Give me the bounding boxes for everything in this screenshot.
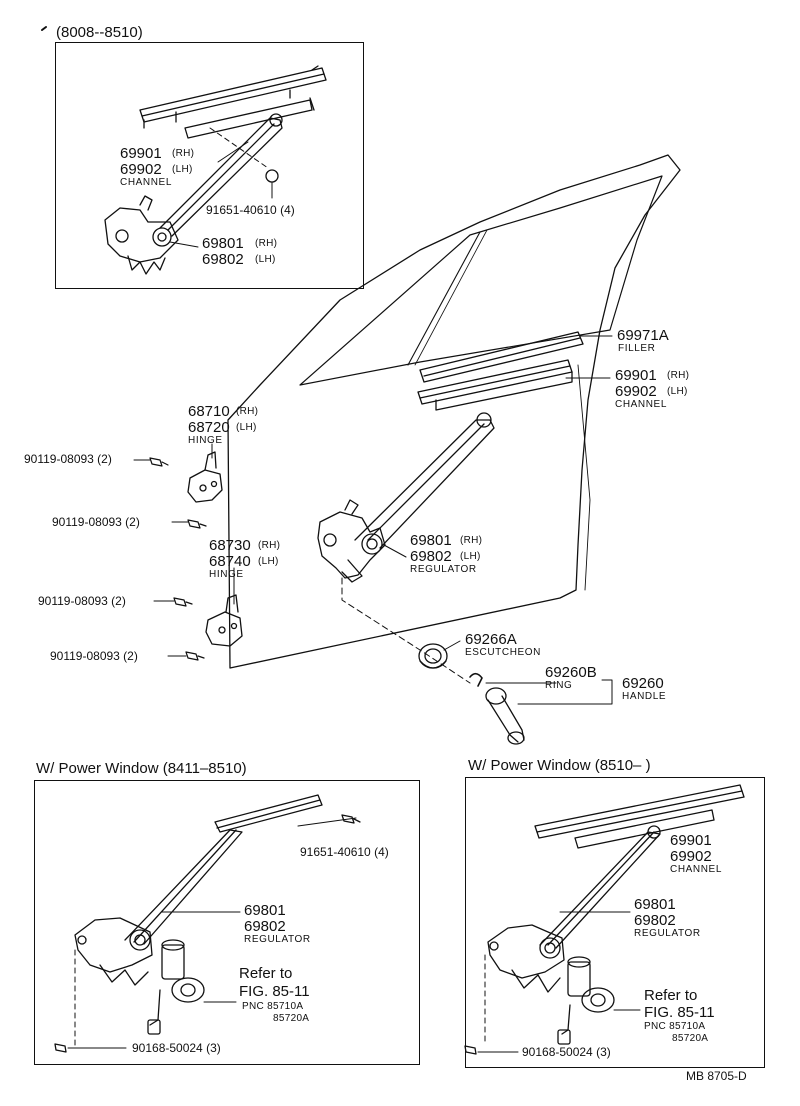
regulator-rh-side: (RH)	[460, 535, 483, 546]
door-outline	[227, 154, 681, 669]
box3-pnc-1: PNC 85710A	[644, 1021, 706, 1032]
box3-channel-rh-number: 69901	[670, 832, 712, 849]
ring-number: 69260B	[545, 664, 597, 681]
box1-regulator-rh-side: (RH)	[255, 238, 278, 249]
hinge-lower-lh-side: (LH)	[258, 556, 279, 567]
channel-rh-number: 69901	[615, 367, 657, 384]
box2-art	[54, 794, 361, 1053]
box1-frame	[55, 42, 364, 289]
filler-caption: FILLER	[618, 343, 656, 354]
hinge-lower-caption: HINGE	[209, 569, 244, 580]
box1-date-range: (8008--8510)	[56, 24, 143, 41]
box2-regulator-lh-number: 69802	[244, 918, 286, 935]
box1-channel-lh-side: (LH)	[172, 164, 193, 175]
bolt-label-4: 90119-08093 (2)	[50, 649, 138, 663]
regulator-lh-number: 69802	[410, 548, 452, 565]
handle-art	[485, 687, 525, 745]
bolt-label-3: 90119-08093 (2)	[38, 594, 126, 608]
filler-number: 69971A	[617, 327, 669, 344]
box2-pnc-1: PNC 85710A	[242, 1001, 304, 1012]
bolt-label-2: 90119-08093 (2)	[52, 515, 140, 529]
box2-screw-label: 90168-50024 (3)	[132, 1041, 221, 1055]
box1-regulator-rh-number: 69801	[202, 235, 244, 252]
hinge-lower-rh-number: 68730	[209, 537, 251, 554]
box3-regulator-rh-number: 69801	[634, 896, 676, 913]
hinge-lower-lh-number: 68740	[209, 553, 251, 570]
box1-channel-rh-number: 69901	[120, 145, 162, 162]
hinge-upper-rh-number: 68710	[188, 403, 230, 420]
box2-bolt-label: 91651-40610 (4)	[300, 845, 389, 859]
box3-regulator-lh-number: 69802	[634, 912, 676, 929]
box2-regulator-rh-number: 69801	[244, 902, 286, 919]
leader-lines	[67, 141, 641, 1053]
box2-refer-to: Refer to	[239, 965, 293, 982]
channel-lh-side: (LH)	[667, 386, 688, 397]
box1-channel-lh-number: 69902	[120, 161, 162, 178]
hinge-lower-rh-side: (RH)	[258, 540, 281, 551]
handle-number: 69260	[622, 675, 664, 692]
escutcheon-caption: ESCUTCHEON	[465, 647, 542, 658]
regulator-caption: REGULATOR	[410, 564, 477, 575]
box3-title: W/ Power Window (8510– )	[468, 757, 651, 774]
box3-channel-caption: CHANNEL	[670, 864, 722, 875]
channel-lh-number: 69902	[615, 383, 657, 400]
box1-art	[104, 65, 327, 275]
hinge-upper-lh-side: (LH)	[236, 422, 257, 433]
regulator-rh-number: 69801	[410, 532, 452, 549]
box3-art	[464, 784, 745, 1055]
box1-bolt-label: 91651-40610 (4)	[206, 203, 295, 217]
box3-regulator-caption: REGULATOR	[634, 928, 701, 939]
hinge-upper	[187, 451, 223, 503]
footer-code: MB 8705-D	[686, 1069, 747, 1083]
box1-channel-rh-side: (RH)	[172, 148, 195, 159]
hinge-upper-lh-number: 68720	[188, 419, 230, 436]
bolt-label-1: 90119-08093 (2)	[24, 452, 112, 466]
regulator-lh-side: (LH)	[460, 551, 481, 562]
box3-pnc-2: 85720A	[672, 1033, 709, 1044]
hinge-upper-rh-side: (RH)	[236, 406, 259, 417]
box2-frame	[34, 780, 420, 1065]
channel-main	[417, 359, 573, 411]
escutcheon-number: 69266A	[465, 631, 517, 648]
box3-fig-ref: FIG. 85-11	[644, 1004, 715, 1021]
filler-strip	[419, 331, 584, 383]
channel-rh-side: (RH)	[667, 370, 690, 381]
handle-caption: HANDLE	[622, 691, 667, 702]
box2-regulator-caption: REGULATOR	[244, 934, 311, 945]
regulator-main	[317, 412, 495, 583]
hinge-upper-caption: HINGE	[188, 435, 223, 446]
box1-regulator-lh-side: (LH)	[255, 254, 276, 265]
box3-refer-to: Refer to	[644, 987, 698, 1004]
box1-regulator-lh-number: 69802	[202, 251, 244, 268]
box2-fig-ref: FIG. 85-11	[239, 983, 310, 1000]
bolts-main	[149, 457, 207, 661]
box3-screw-label: 90168-50024 (3)	[522, 1045, 611, 1059]
channel-caption: CHANNEL	[615, 399, 667, 410]
box2-title: W/ Power Window (8411–8510)	[36, 760, 247, 777]
box1-channel-caption: CHANNEL	[120, 177, 172, 188]
box3-channel-lh-number: 69902	[670, 848, 712, 865]
escutcheon-art	[418, 643, 448, 669]
box3-frame	[465, 777, 765, 1068]
box2-pnc-2: 85720A	[273, 1013, 310, 1024]
ring-caption: RING	[545, 680, 573, 691]
hinge-lower	[205, 594, 243, 647]
